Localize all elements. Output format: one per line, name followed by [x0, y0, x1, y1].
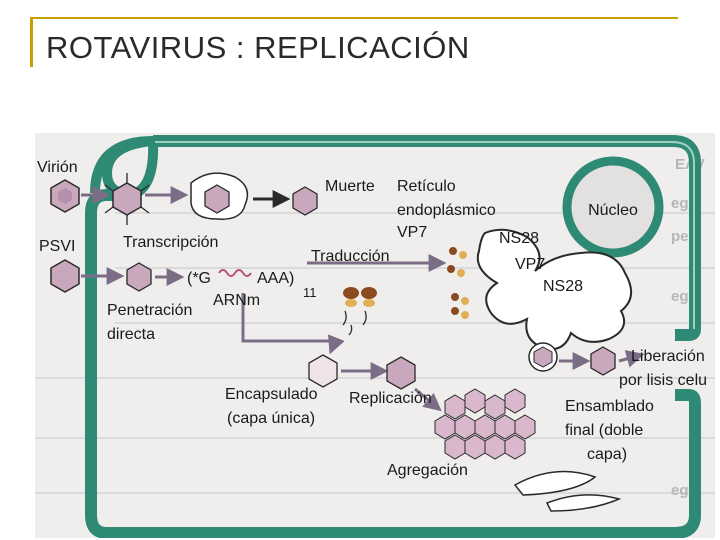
label-ns28-a: NS28	[499, 230, 539, 247]
diagram-svg: EAV egm pes egm egm Núcleo	[35, 133, 715, 538]
label-encapsidated-line2: (capa única)	[227, 410, 315, 427]
label-release-line2: por lisis celu	[619, 372, 707, 389]
label-virion: Virión	[37, 159, 78, 176]
aggregated-particles	[434, 388, 536, 460]
label-penetration-line2: directa	[107, 326, 155, 343]
label-psvi: PSVI	[39, 238, 75, 255]
label-translation: Traducción	[311, 248, 390, 265]
label-mrna-count: 11	[303, 285, 317, 300]
replicated-particle	[386, 356, 416, 390]
label-assembly-line1: Ensamblado	[565, 398, 654, 415]
label-penetration-line1: Penetración	[107, 302, 192, 319]
title-bar: ROTAVIRUS : REPLICACIÓN	[30, 17, 678, 67]
label-encapsidated-line1: Encapsulado	[225, 386, 318, 403]
assembled-particle	[528, 342, 558, 372]
label-mrna: ARNm	[213, 292, 260, 309]
page-title: ROTAVIRUS : REPLICACIÓN	[46, 30, 470, 65]
label-aggregation: Agregación	[387, 462, 468, 479]
ribosome-complex	[342, 287, 377, 336]
membrane-inner-line	[155, 141, 695, 329]
mrna-strand	[218, 269, 252, 277]
label-release-line1: Liberación	[631, 348, 705, 365]
endoplasmic-reticulum	[476, 228, 632, 351]
title-top-rule	[32, 17, 678, 19]
title-left-rule	[30, 17, 33, 67]
label-reticulum-line1: Retículo	[397, 178, 456, 195]
label-assembly-line2: final (doble	[565, 422, 643, 439]
label-replication: Replicación	[349, 390, 432, 407]
virion-particle	[50, 179, 80, 213]
arrow-to-encapsidation	[241, 293, 335, 343]
label-vp7-a: VP7	[397, 224, 427, 241]
label-reticulum-line2: endoplásmico	[397, 202, 496, 219]
encapsidated-particle	[308, 354, 338, 388]
label-transcription: Transcripción	[123, 234, 218, 251]
arrow-down-encapsidation	[327, 334, 345, 355]
released-particle	[590, 346, 616, 376]
label-death: Muerte	[325, 178, 375, 195]
arrow-exit	[618, 350, 645, 368]
endocytosis-pit	[90, 136, 154, 200]
label-mrna-cap: (*G	[187, 270, 211, 287]
er-proteins	[447, 247, 469, 319]
er-tubules-2	[545, 494, 622, 512]
er-tubules	[513, 470, 597, 496]
dead-particle	[292, 186, 318, 216]
label-assembly-line3: capa)	[587, 446, 627, 463]
psvi-internal-particle	[126, 262, 152, 292]
arrow-to-aggregation	[414, 387, 442, 412]
psvi-particle	[50, 259, 80, 293]
replication-diagram: EAV egm pes egm egm Núcleo	[35, 133, 715, 538]
vesicle-particle	[190, 172, 249, 220]
nucleus-label: Núcleo	[588, 202, 638, 219]
label-mrna-tail: AAA)	[257, 270, 294, 287]
nucleus	[562, 156, 664, 258]
label-ns28-b: NS28	[543, 278, 583, 295]
label-vp7-b: VP7	[515, 256, 545, 273]
